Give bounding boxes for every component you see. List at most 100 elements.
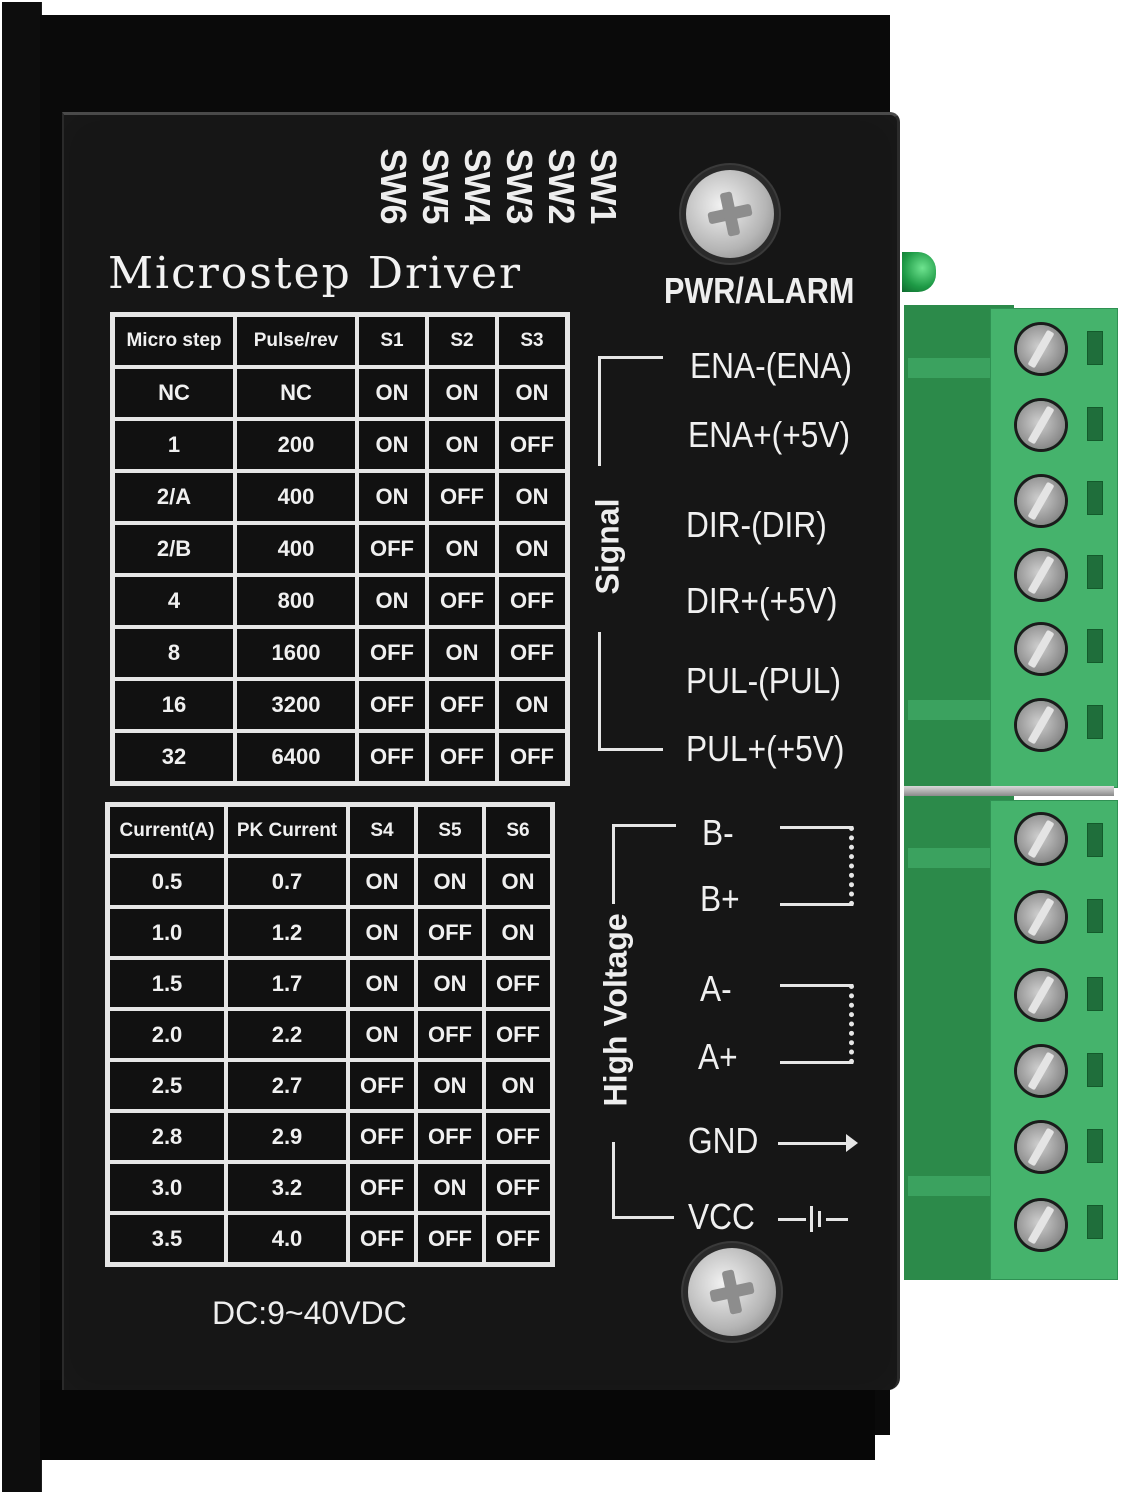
terminal-screw-icon[interactable]: [1017, 1201, 1065, 1249]
table-header: S1: [357, 315, 427, 367]
terminal-screw-icon[interactable]: [1017, 701, 1065, 749]
table-cell: OFF: [348, 1111, 416, 1162]
terminal-screw-icon[interactable]: [1017, 625, 1065, 673]
table-cell: OFF: [416, 1111, 484, 1162]
wire-entry-hole: [1087, 1053, 1103, 1087]
high-voltage-bracket: [612, 824, 615, 904]
high-voltage-group-label: High Voltage: [597, 913, 634, 1107]
table-cell: 2.9: [226, 1111, 348, 1162]
screw-icon: [686, 170, 774, 258]
table-cell: 6400: [235, 731, 357, 783]
table-cell: 3.5: [108, 1213, 226, 1264]
table-cell: ON: [497, 367, 567, 419]
signal-terminal-block: [990, 308, 1118, 788]
table-cell: ON: [348, 1009, 416, 1060]
table-cell: ON: [357, 367, 427, 419]
table-cell: OFF: [497, 575, 567, 627]
table-cell: ON: [484, 1060, 552, 1111]
table-cell: OFF: [427, 679, 497, 731]
vcc-battery-plate-icon: [818, 1211, 821, 1227]
signal-bracket: [598, 748, 663, 751]
signal-bracket: [598, 356, 601, 466]
dip-switch-label: SW2: [541, 148, 582, 224]
table-cell: ON: [427, 627, 497, 679]
terminal-block-rib: [908, 1176, 1012, 1196]
terminal-screw-icon[interactable]: [1017, 401, 1065, 449]
power-rating-label: DC:9~40VDC: [212, 1295, 407, 1331]
vcc-battery-plate-icon: [810, 1206, 813, 1232]
table-cell: OFF: [416, 1009, 484, 1060]
wire-entry-hole: [1087, 629, 1103, 663]
wire-entry-hole: [1087, 705, 1103, 739]
terminal-label-a-plus: A+: [698, 1036, 738, 1077]
table-cell: 8: [113, 627, 235, 679]
table-cell: OFF: [416, 1213, 484, 1264]
table-cell: ON: [497, 471, 567, 523]
wire-entry-hole: [1087, 481, 1103, 515]
terminal-label-gnd: GND: [688, 1120, 759, 1161]
table-cell: 1.7: [226, 958, 348, 1009]
table-cell: NC: [113, 367, 235, 419]
table-cell: OFF: [348, 1162, 416, 1213]
terminal-screw-icon[interactable]: [1017, 893, 1065, 941]
table-cell: ON: [416, 1162, 484, 1213]
wire-entry-hole: [1087, 331, 1103, 365]
table-cell: OFF: [497, 627, 567, 679]
table-cell: OFF: [484, 1162, 552, 1213]
table-cell: 800: [235, 575, 357, 627]
terminal-screw-icon[interactable]: [1017, 325, 1065, 373]
table-cell: OFF: [484, 1213, 552, 1264]
high-voltage-bracket: [612, 1142, 615, 1218]
table-header: S3: [497, 315, 567, 367]
power-terminal-block: [990, 800, 1118, 1280]
table-cell: ON: [497, 679, 567, 731]
table-cell: 2.8: [108, 1111, 226, 1162]
terminal-block-rib: [908, 700, 1012, 720]
table-cell: ON: [416, 1060, 484, 1111]
terminal-block-rib: [908, 848, 1012, 868]
table-cell: ON: [348, 958, 416, 1009]
wire-entry-hole: [1087, 1129, 1103, 1163]
table-cell: OFF: [357, 523, 427, 575]
din-rail-strip: [904, 786, 1114, 796]
table-cell: OFF: [357, 627, 427, 679]
table-cell: ON: [357, 575, 427, 627]
terminal-screw-icon[interactable]: [1017, 551, 1065, 599]
heatsink-bottom: [40, 1380, 875, 1460]
table-cell: ON: [484, 907, 552, 958]
dip-switch-labels: SW6 SW5 SW4 SW3 SW2 SW1: [372, 140, 624, 232]
table-cell: 200: [235, 419, 357, 471]
table-cell: ON: [427, 367, 497, 419]
terminal-screw-icon[interactable]: [1017, 971, 1065, 1019]
wire-entry-hole: [1087, 977, 1103, 1011]
table-header: S2: [427, 315, 497, 367]
table-cell: OFF: [484, 1009, 552, 1060]
terminal-screw-icon[interactable]: [1017, 1123, 1065, 1171]
gnd-arrow-icon: [778, 1142, 850, 1145]
table-cell: 16: [113, 679, 235, 731]
table-cell: 2/B: [113, 523, 235, 575]
table-cell: ON: [348, 856, 416, 907]
table-cell: OFF: [357, 679, 427, 731]
table-cell: OFF: [497, 731, 567, 783]
terminal-screw-icon[interactable]: [1017, 477, 1065, 525]
table-cell: OFF: [484, 958, 552, 1009]
table-cell: OFF: [427, 471, 497, 523]
terminal-label-vcc: VCC: [688, 1196, 755, 1237]
table-cell: ON: [427, 523, 497, 575]
terminal-screw-icon[interactable]: [1017, 1047, 1065, 1095]
terminal-screw-icon[interactable]: [1017, 815, 1065, 863]
table-cell: OFF: [416, 907, 484, 958]
